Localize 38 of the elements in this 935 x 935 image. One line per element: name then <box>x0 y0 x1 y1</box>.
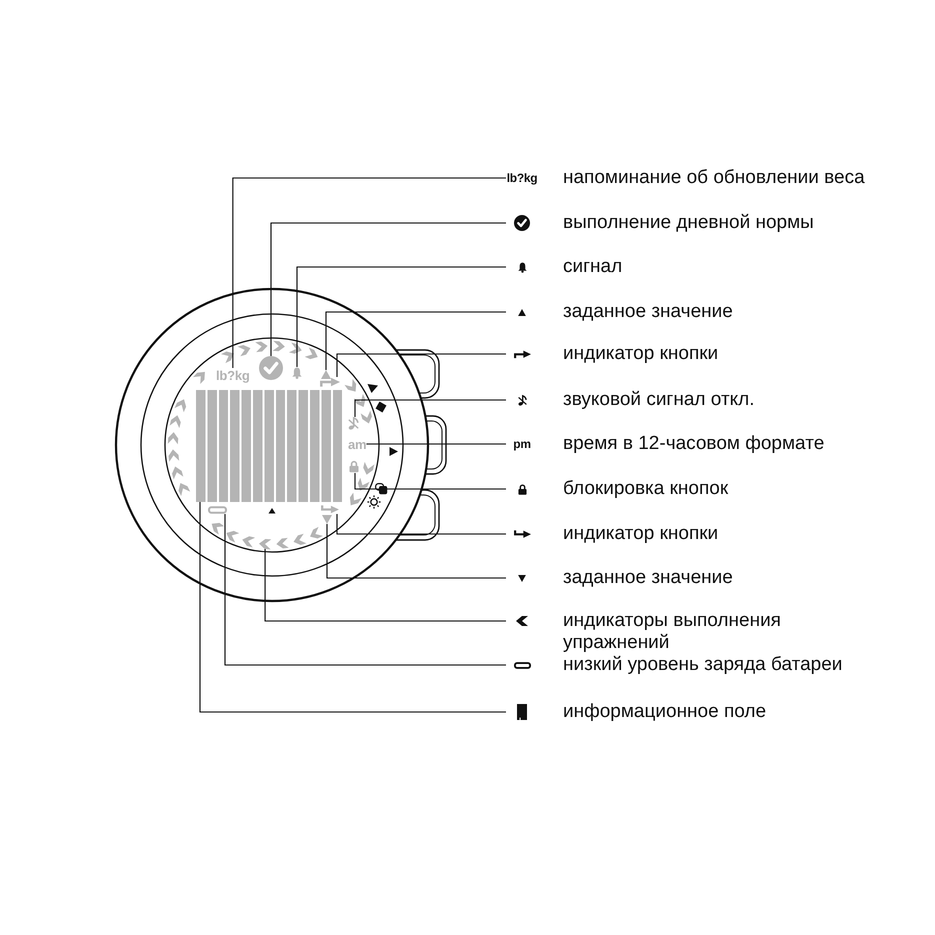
time-format-label: pm <box>513 438 531 450</box>
leader-line <box>354 473 506 490</box>
leader-line <box>336 353 506 377</box>
leader-line <box>296 266 506 367</box>
leader-line <box>325 311 506 370</box>
description-text: выполнение дневной нормы <box>563 212 814 234</box>
muted-note-icon <box>348 417 359 430</box>
time-format-label: am <box>348 437 366 452</box>
description-text: напоминание об обновлении веса <box>563 167 865 189</box>
triangle-icon <box>322 515 332 524</box>
leader-line <box>270 222 506 356</box>
leader-line <box>264 548 506 622</box>
leader-line <box>224 514 506 666</box>
leader-line <box>354 399 506 417</box>
chevron-icon <box>258 538 272 549</box>
description-text: низкий уровень заряда батареи <box>563 654 842 676</box>
description-text: время в 12-часовом формате <box>563 433 824 455</box>
lock-icon <box>349 460 359 473</box>
description-text: индикатор кнопки <box>563 523 718 545</box>
description-text: информационное поле <box>563 701 766 723</box>
leader-line <box>336 514 506 535</box>
triangle-icon <box>321 370 331 379</box>
battery-icon <box>208 506 227 514</box>
display-field <box>196 390 344 502</box>
description-text: заданное значение <box>563 567 733 589</box>
description-text: сигнал <box>563 256 622 278</box>
leader-line <box>326 524 506 579</box>
arrow-icon <box>320 505 340 514</box>
leader-line <box>366 443 506 445</box>
unit-label: lb?kg <box>506 172 538 184</box>
check-circle-icon <box>259 356 283 380</box>
bell-icon <box>292 367 302 379</box>
description-text: звуковой сигнал откл. <box>563 389 755 411</box>
description-text: блокировка кнопок <box>563 478 728 500</box>
description-text: заданное значение <box>563 301 733 323</box>
arrow-icon <box>319 377 341 387</box>
description-text: индикатор кнопки <box>563 343 718 365</box>
unit-label: lb?kg <box>216 368 250 383</box>
